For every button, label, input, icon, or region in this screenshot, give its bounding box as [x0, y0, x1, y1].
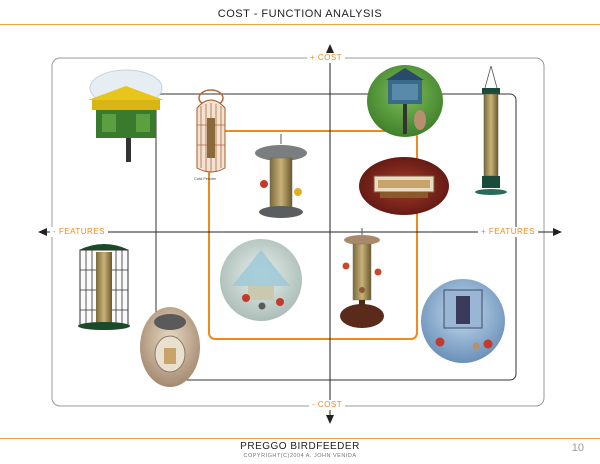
feeder-finch-tube-image: [340, 228, 384, 328]
feeder-cardinal-dome-image: [421, 279, 505, 363]
footer-divider: [0, 438, 600, 439]
feeder-window-tray-image: [359, 157, 449, 215]
features-plus-label: + FEATURES: [478, 227, 538, 237]
feeder-caged-seed-image: [78, 244, 130, 330]
feeder-caption: Cold Feeder: [194, 176, 217, 181]
feeder-squirrel-hopper-image: [367, 65, 443, 137]
feeder-copper-cage-image: [197, 90, 225, 172]
page-number: 10: [572, 442, 584, 454]
feeder-tall-tube-image: [475, 66, 507, 195]
feeder-domed-tube-image: [255, 134, 307, 218]
footer-copyright: COPYRIGHT(C)2004 A. JOHN VENIDA: [0, 453, 600, 459]
features-axis-left-arrow: [38, 228, 47, 236]
feeder-green-hopper-image: [88, 70, 164, 162]
footer-title: PREGGO BIRDFEEDER: [0, 441, 600, 452]
cost-minus-label: - COST: [309, 400, 345, 410]
feeder-globe-image: [140, 307, 200, 387]
features-minus-label: - FEATURES: [50, 227, 108, 237]
features-axis-right-arrow: [553, 228, 562, 236]
cost-axis-down-arrow: [326, 415, 334, 424]
cost-plus-label: + COST: [307, 53, 345, 63]
feeder-snow-dome-image: [220, 239, 302, 321]
cost-axis-up-arrow: [326, 44, 334, 53]
